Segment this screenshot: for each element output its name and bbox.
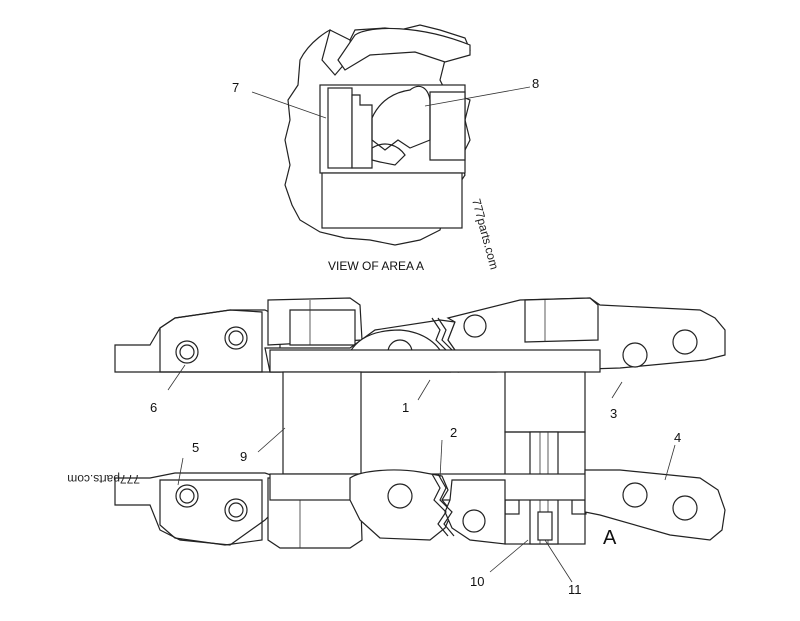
callout-3: 3 [610,406,617,421]
bushing-9 [282,371,362,475]
callout-1: 1 [402,400,409,415]
callout-8: 8 [532,76,539,91]
seal-element-8 [371,85,431,151]
link-top-left [114,309,281,373]
detail-caption: VIEW OF AREA A [328,259,424,273]
callout-9: 9 [240,449,247,464]
watermark-vertical: 777parts.com [469,197,501,271]
link-bottom-left [114,472,281,546]
watermark-flipped: 777parts.com [67,472,140,486]
callout-7: 7 [232,80,239,95]
chain-assembly: 1 2 3 4 5 6 9 10 11 A 777parts.com [67,297,726,597]
pin-5b [224,498,248,522]
callout-6: 6 [150,400,157,415]
callout-11: 11 [568,582,582,597]
callout-10: 10 [470,574,484,589]
detail-view: 7 8 VIEW OF AREA A 777parts.com [232,24,539,273]
area-a-marker: A [603,527,617,549]
pin-6a [175,340,199,364]
pin-6b [224,326,248,350]
link-4 [584,469,726,541]
seal-ring-7 [327,87,353,169]
pin-5a [175,484,199,508]
callout-5: 5 [192,440,199,455]
callout-4: 4 [674,430,681,445]
callout-2: 2 [450,425,457,440]
retainer-11 [537,511,553,541]
